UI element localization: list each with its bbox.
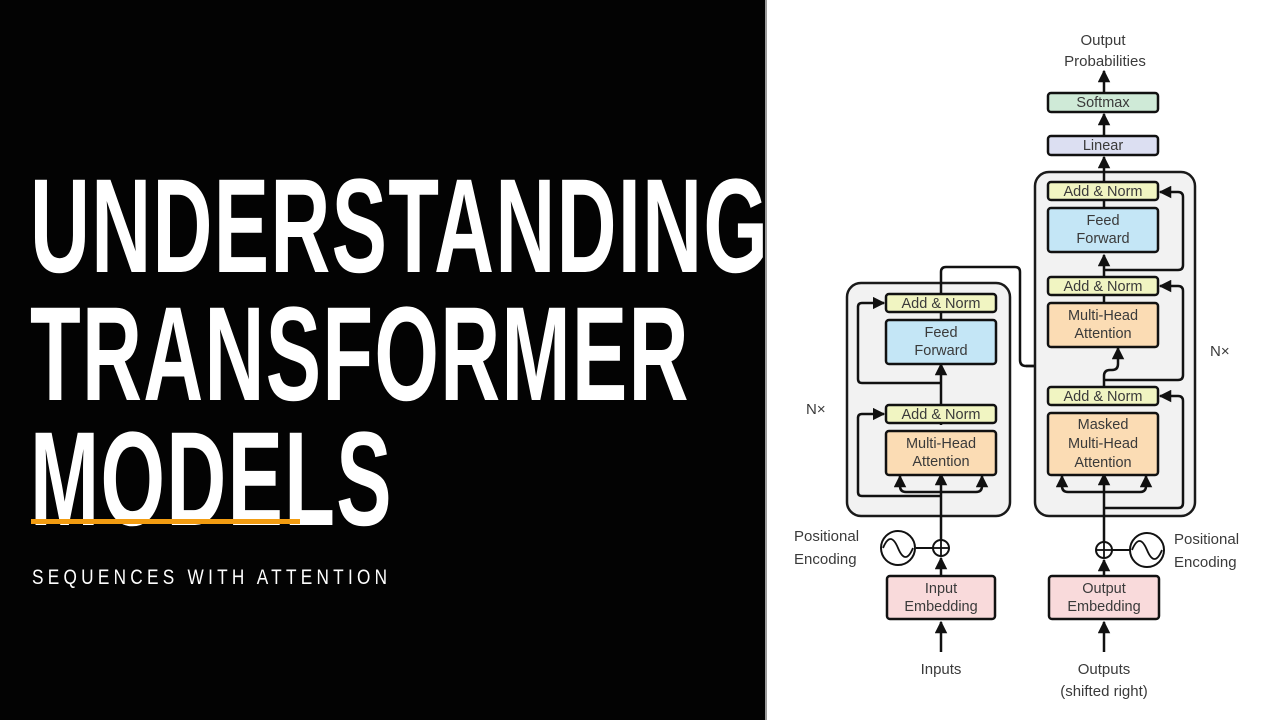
output-embedding-label-1: Output [1082,581,1126,597]
encoder-attention-label-2: Attention [912,454,969,470]
decoder-masked-attention-label-3: Attention [1074,455,1131,471]
outputs-label-1: Outputs [1078,661,1131,678]
softmax-label: Softmax [1076,95,1130,111]
decoder-add-norm-middle [1046,275,1160,297]
accent-underline [31,519,300,524]
encoder-feed-forward [884,318,998,366]
encoder-positional-label-2: Encoding [794,551,857,568]
decoder-query-arrow [1102,346,1125,387]
encoder-attention-label-1: Multi-Head [906,436,976,452]
decoder-stack: Add & Norm Feed Forward Add & Norm Multi… [1033,170,1230,548]
output-embedding-label-2: Embedding [1067,599,1140,615]
outputs-label-2: (shifted right) [1060,683,1148,700]
decoder-positional-label-2: Encoding [1174,554,1237,571]
subtitle: SEQUENCES WITH ATTENTION [32,566,392,589]
decoder-cross-attention-label-1: Multi-Head [1068,308,1138,324]
encoder-repeat-label: N× [806,401,826,418]
encoder-residual-arrow-2 [856,296,941,385]
title-line-1: UNDERSTANDING [30,152,770,301]
title-line-2: TRANSFORMER [30,280,690,429]
decoder-residual-arrow-2 [1104,279,1185,382]
output-embedding-box [1047,574,1161,621]
decoder-feed-forward [1046,206,1160,254]
decoder-masked-attention [1046,411,1160,477]
encoder-add-norm-bottom [884,403,998,425]
input-embedding-label-1: Input [925,581,957,597]
encoder-stack: Add & Norm Feed Forward Add & Norm Multi… [806,281,1012,548]
decoder-cross-attention [1046,301,1160,349]
decoder-feed-forward-label-2: Forward [1076,231,1129,247]
input-embedding-label-2: Embedding [904,599,977,615]
title-panel: UNDERSTANDING TRANSFORMER MODELS SEQUENC… [30,159,768,589]
decoder-feed-forward-label-1: Feed [1086,213,1119,229]
decoder-add-norm-middle-label: Add & Norm [1064,279,1143,295]
encoder-add-norm-bottom-label: Add & Norm [902,407,981,423]
encoder-multi-head-attention [884,429,998,477]
decoder-repeat-label: N× [1210,343,1230,360]
encoder-attn-branch-right [941,474,989,494]
panel-divider [765,0,767,720]
decoder-residual-arrow-1 [1104,389,1185,510]
decoder-masked-attention-label-2: Multi-Head [1068,436,1138,452]
decoder-masked-attention-label-1: Masked [1078,417,1129,433]
encoder-positional-label-1: Positional [794,528,859,545]
decoder-cross-attention-label-2: Attention [1074,326,1131,342]
encoder-add-norm-top-label: Add & Norm [902,296,981,312]
decoder-add-norm-bottom [1046,385,1160,407]
decoder-input-section: Positional Encoding Output Embedding Out… [1047,531,1239,700]
encoder-input-section: Positional Encoding Input Embedding Inpu… [794,528,997,678]
input-embedding-box [885,574,997,621]
encoder-feed-forward-label-2: Forward [914,343,967,359]
linear-label: Linear [1083,138,1123,154]
decoder-positional-label-1: Positional [1174,531,1239,548]
inputs-label: Inputs [921,661,962,678]
output-head: Linear Softmax Output Probabilities [1046,32,1160,182]
output-probabilities-label-2: Probabilities [1064,53,1146,70]
decoder-add-norm-top-label: Add & Norm [1064,184,1143,200]
decoder-residual-arrow-3 [1104,185,1185,272]
decoder-add-norm-bottom-label: Add & Norm [1064,389,1143,405]
encoder-residual-arrow-1 [856,407,941,498]
output-probabilities-label-1: Output [1080,32,1126,49]
title-line-3: MODELS [30,405,393,554]
encoder-stack-frame [845,281,1012,518]
encoder-attn-branch-left [893,474,941,494]
encoder-feed-forward-label-1: Feed [924,325,957,341]
